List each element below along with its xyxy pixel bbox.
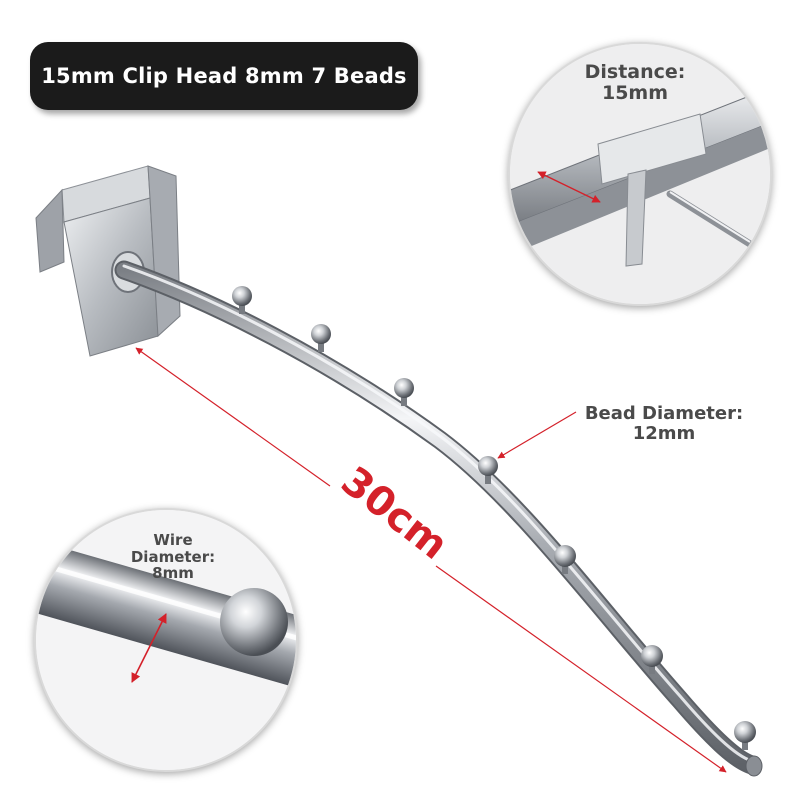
clip-distance-inset xyxy=(508,42,772,306)
bead-label-title: Bead Diameter: xyxy=(584,403,744,424)
page-title: 15mm Clip Head 8mm 7 Beads xyxy=(41,64,407,88)
wire-label-line2: Diameter: xyxy=(130,547,216,566)
bead xyxy=(394,378,414,406)
distance-label: Distance: 15mm xyxy=(560,62,710,104)
bead xyxy=(734,721,756,750)
bead xyxy=(232,286,252,314)
wire-diameter-inset xyxy=(34,508,298,772)
title-banner: 15mm Clip Head 8mm 7 Beads xyxy=(30,42,418,110)
bead-diameter-pointer xyxy=(497,411,577,459)
bead-diameter-label: Bead Diameter: 12mm xyxy=(574,404,754,444)
bead-label-value: 12mm xyxy=(632,422,696,444)
wire-diameter-label: Wire Diameter: 8mm xyxy=(118,532,228,582)
wire-label-line1: Wire xyxy=(153,531,193,549)
distance-label-title: Distance: xyxy=(584,61,686,83)
beads xyxy=(232,286,756,750)
length-dimension-line xyxy=(135,347,331,487)
bead xyxy=(311,324,331,352)
bead xyxy=(554,545,576,574)
distance-label-value: 15mm xyxy=(601,81,669,104)
clip-head xyxy=(35,165,181,357)
wire-label-line3: 8mm xyxy=(152,564,194,582)
bead xyxy=(641,645,663,674)
bead xyxy=(478,456,498,484)
